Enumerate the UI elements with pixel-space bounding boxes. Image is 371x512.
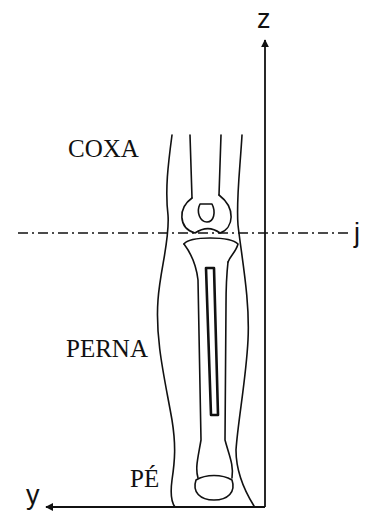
axis-label: z bbox=[257, 6, 271, 33]
z-axis bbox=[264, 40, 266, 507]
segment-label: PERNA bbox=[66, 336, 148, 361]
segment-label: PÉ bbox=[130, 466, 159, 491]
joint-axis-line bbox=[18, 232, 350, 233]
leg-outline bbox=[157, 135, 260, 507]
segment-label: COXA bbox=[68, 136, 139, 161]
joint-axis-label: j bbox=[354, 220, 360, 247]
axis-label: y bbox=[26, 482, 40, 509]
y-axis bbox=[46, 506, 265, 508]
